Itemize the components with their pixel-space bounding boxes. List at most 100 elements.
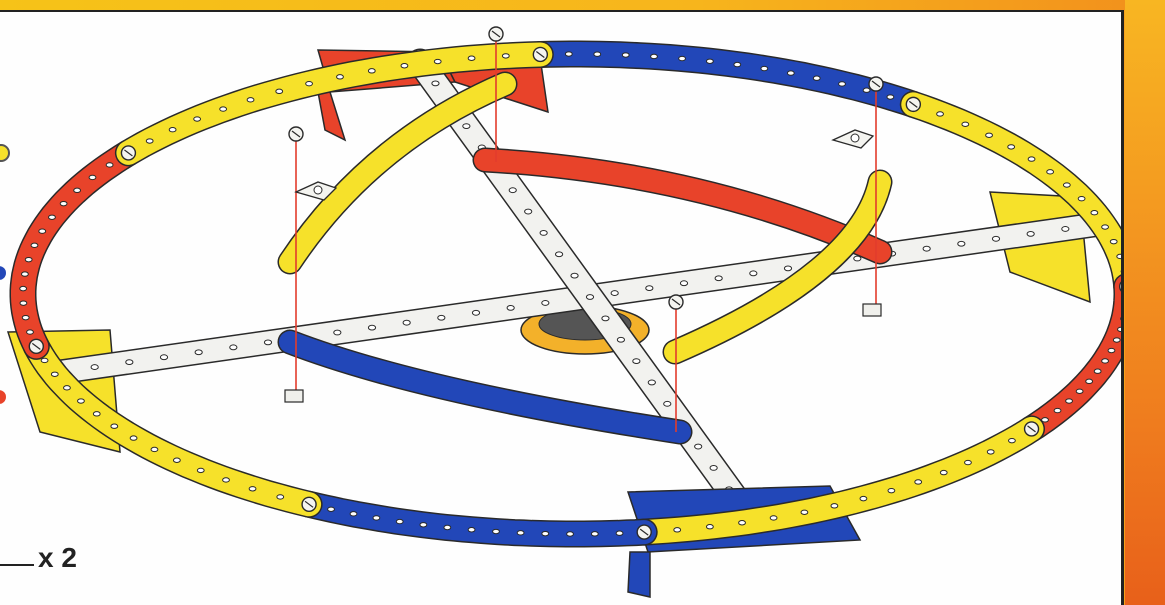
ring-hole [350, 512, 357, 516]
ring-hole [277, 495, 284, 499]
ring-hole [22, 315, 29, 319]
ring-hole [915, 480, 922, 484]
quantity-leader-line [0, 564, 34, 566]
ring-hole [801, 510, 808, 514]
ring-hole [1117, 254, 1121, 258]
red-plate-flange [318, 92, 345, 140]
ring-hole [93, 412, 100, 416]
ring-hole [247, 98, 254, 102]
ring-hole [679, 56, 686, 60]
strip-hole [472, 310, 479, 315]
bracket-hole [851, 134, 859, 142]
strip-hole [611, 291, 618, 296]
strip-hole [617, 337, 624, 342]
ring-hole [1091, 211, 1098, 215]
ring-hole [674, 528, 681, 532]
ring-hole [965, 460, 972, 464]
ring-hole [78, 399, 85, 403]
ring-hole [420, 523, 427, 527]
ring-hole [1118, 327, 1121, 331]
ring-hole [111, 424, 118, 428]
strip-hole [509, 188, 516, 193]
strip-hole [438, 315, 445, 320]
strip-hole [646, 286, 653, 291]
ring-hole [169, 128, 176, 132]
ring-hole [863, 88, 870, 92]
ring-hole [616, 531, 623, 535]
strip-hole [695, 444, 702, 449]
ring-hole [444, 525, 451, 529]
strip-hole [633, 359, 640, 364]
page-right-border [1125, 0, 1165, 605]
ring-hole [734, 62, 741, 66]
strip-hole [715, 276, 722, 281]
ring-hole [888, 488, 895, 492]
ring-hole [197, 468, 204, 472]
strip-hole [923, 246, 930, 251]
strip-hole [463, 124, 470, 129]
ring-hole [594, 52, 601, 56]
ring-hole [60, 201, 67, 205]
ring-hole [220, 107, 227, 111]
strip-hole [555, 252, 562, 257]
ring-hole [373, 516, 380, 520]
quantity-callout: x 2 [0, 544, 77, 572]
ring-hole [106, 163, 113, 167]
ring-hole [328, 507, 335, 511]
ring-hole [517, 531, 524, 535]
instruction-panel [0, 10, 1124, 605]
ring-hole [194, 117, 201, 121]
ring-hole [502, 54, 509, 58]
strip-hole [195, 350, 202, 355]
strip-hole [264, 340, 271, 345]
blue-plate-flange [628, 552, 650, 597]
ring-hole [22, 272, 29, 276]
ring-hole [1063, 183, 1070, 187]
ring-hole [937, 112, 944, 116]
strip-hole [507, 305, 514, 310]
strip-hole [403, 320, 410, 325]
ring-hole [622, 53, 629, 57]
square-nut [863, 304, 881, 316]
ring-hole [51, 372, 58, 376]
ring-hole [64, 386, 71, 390]
ring-hole [468, 56, 475, 60]
ring-hole [542, 531, 549, 535]
ring-hole [27, 330, 34, 334]
ring-hole [146, 139, 153, 143]
ring-hole [565, 52, 572, 56]
ring-hole [25, 257, 32, 261]
ring-hole [813, 76, 820, 80]
ring-hole [706, 59, 713, 63]
strip-hole [540, 231, 547, 236]
ring-hole [1054, 408, 1061, 412]
ring-hole [401, 64, 408, 68]
ring-hole [276, 89, 283, 93]
ring-hole [940, 470, 947, 474]
strip-hole [750, 271, 757, 276]
ring-hole [739, 521, 746, 525]
ring-hole [130, 436, 137, 440]
ring-hole [151, 447, 158, 451]
ring-hole [567, 532, 574, 536]
ring-hole [249, 487, 256, 491]
assembly-illustration [0, 12, 1121, 605]
ring-hole [49, 215, 56, 219]
strip-hole [586, 295, 593, 300]
ring-hole [468, 528, 475, 532]
strip-hole [602, 316, 609, 321]
strip-hole [1062, 227, 1069, 232]
ring-hole [1066, 399, 1073, 403]
strip-hole [784, 266, 791, 271]
ring-hole [306, 81, 313, 85]
square-nut [285, 390, 303, 402]
ring-hole [20, 301, 27, 305]
ring-hole [20, 286, 27, 290]
page-top-border [0, 0, 1165, 10]
ring-blue-bottom-strip [309, 504, 644, 534]
ring-hole [1028, 157, 1035, 161]
strip-hole [160, 355, 167, 360]
ring-hole [89, 175, 96, 179]
ring-hole [1047, 170, 1054, 174]
strip-hole [432, 81, 439, 86]
